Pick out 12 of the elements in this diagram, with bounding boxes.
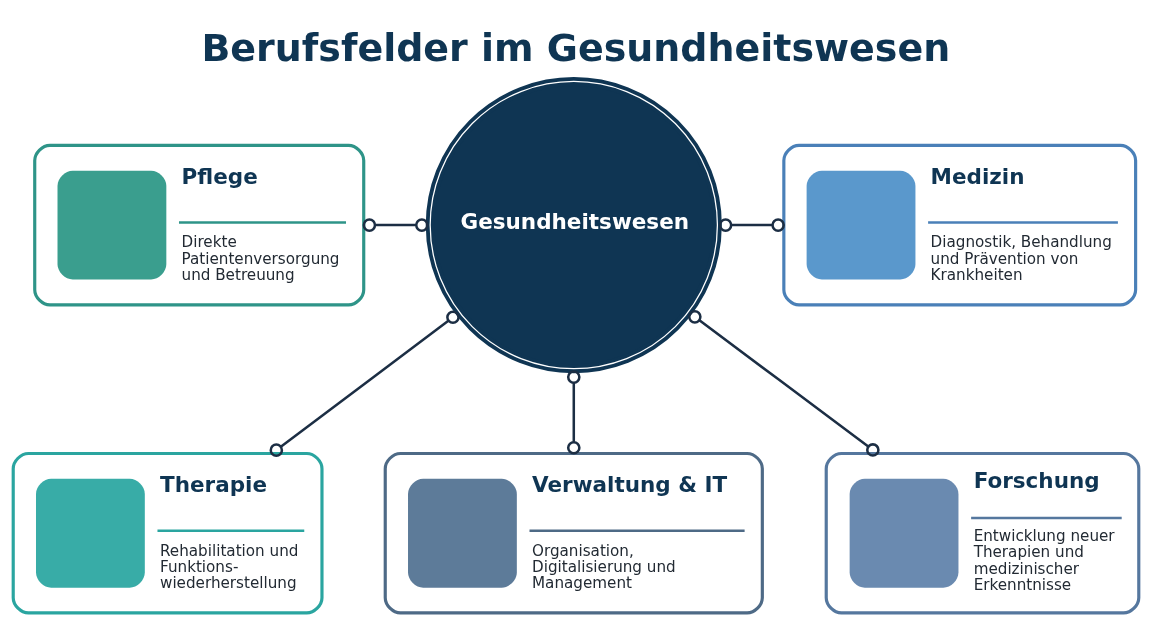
node-box: Pflege Direkte Patientenversorgung und Betreuung	[33, 143, 366, 307]
connector	[688, 310, 880, 457]
connector	[362, 218, 429, 232]
node-box: Forschung Entwicklung neuer Therapien und medizinischer Erkenntnisse	[824, 451, 1141, 615]
node-box: Therapie Rehabilitation und Funktions- wiederherstellung	[11, 451, 324, 615]
diagram-title: Berufsfelder im Gesundheitswesen	[201, 26, 951, 71]
connector	[718, 218, 785, 232]
node-circle: Gesundheitswesen	[425, 77, 722, 374]
connector	[566, 370, 581, 455]
node-box: Medizin Diagnostik, Behandlung und Prävention von Krankheiten	[782, 143, 1138, 307]
connector	[269, 310, 460, 457]
node-box: Verwaltung & IT Organisation, Digitalisierung und Management	[383, 451, 764, 615]
